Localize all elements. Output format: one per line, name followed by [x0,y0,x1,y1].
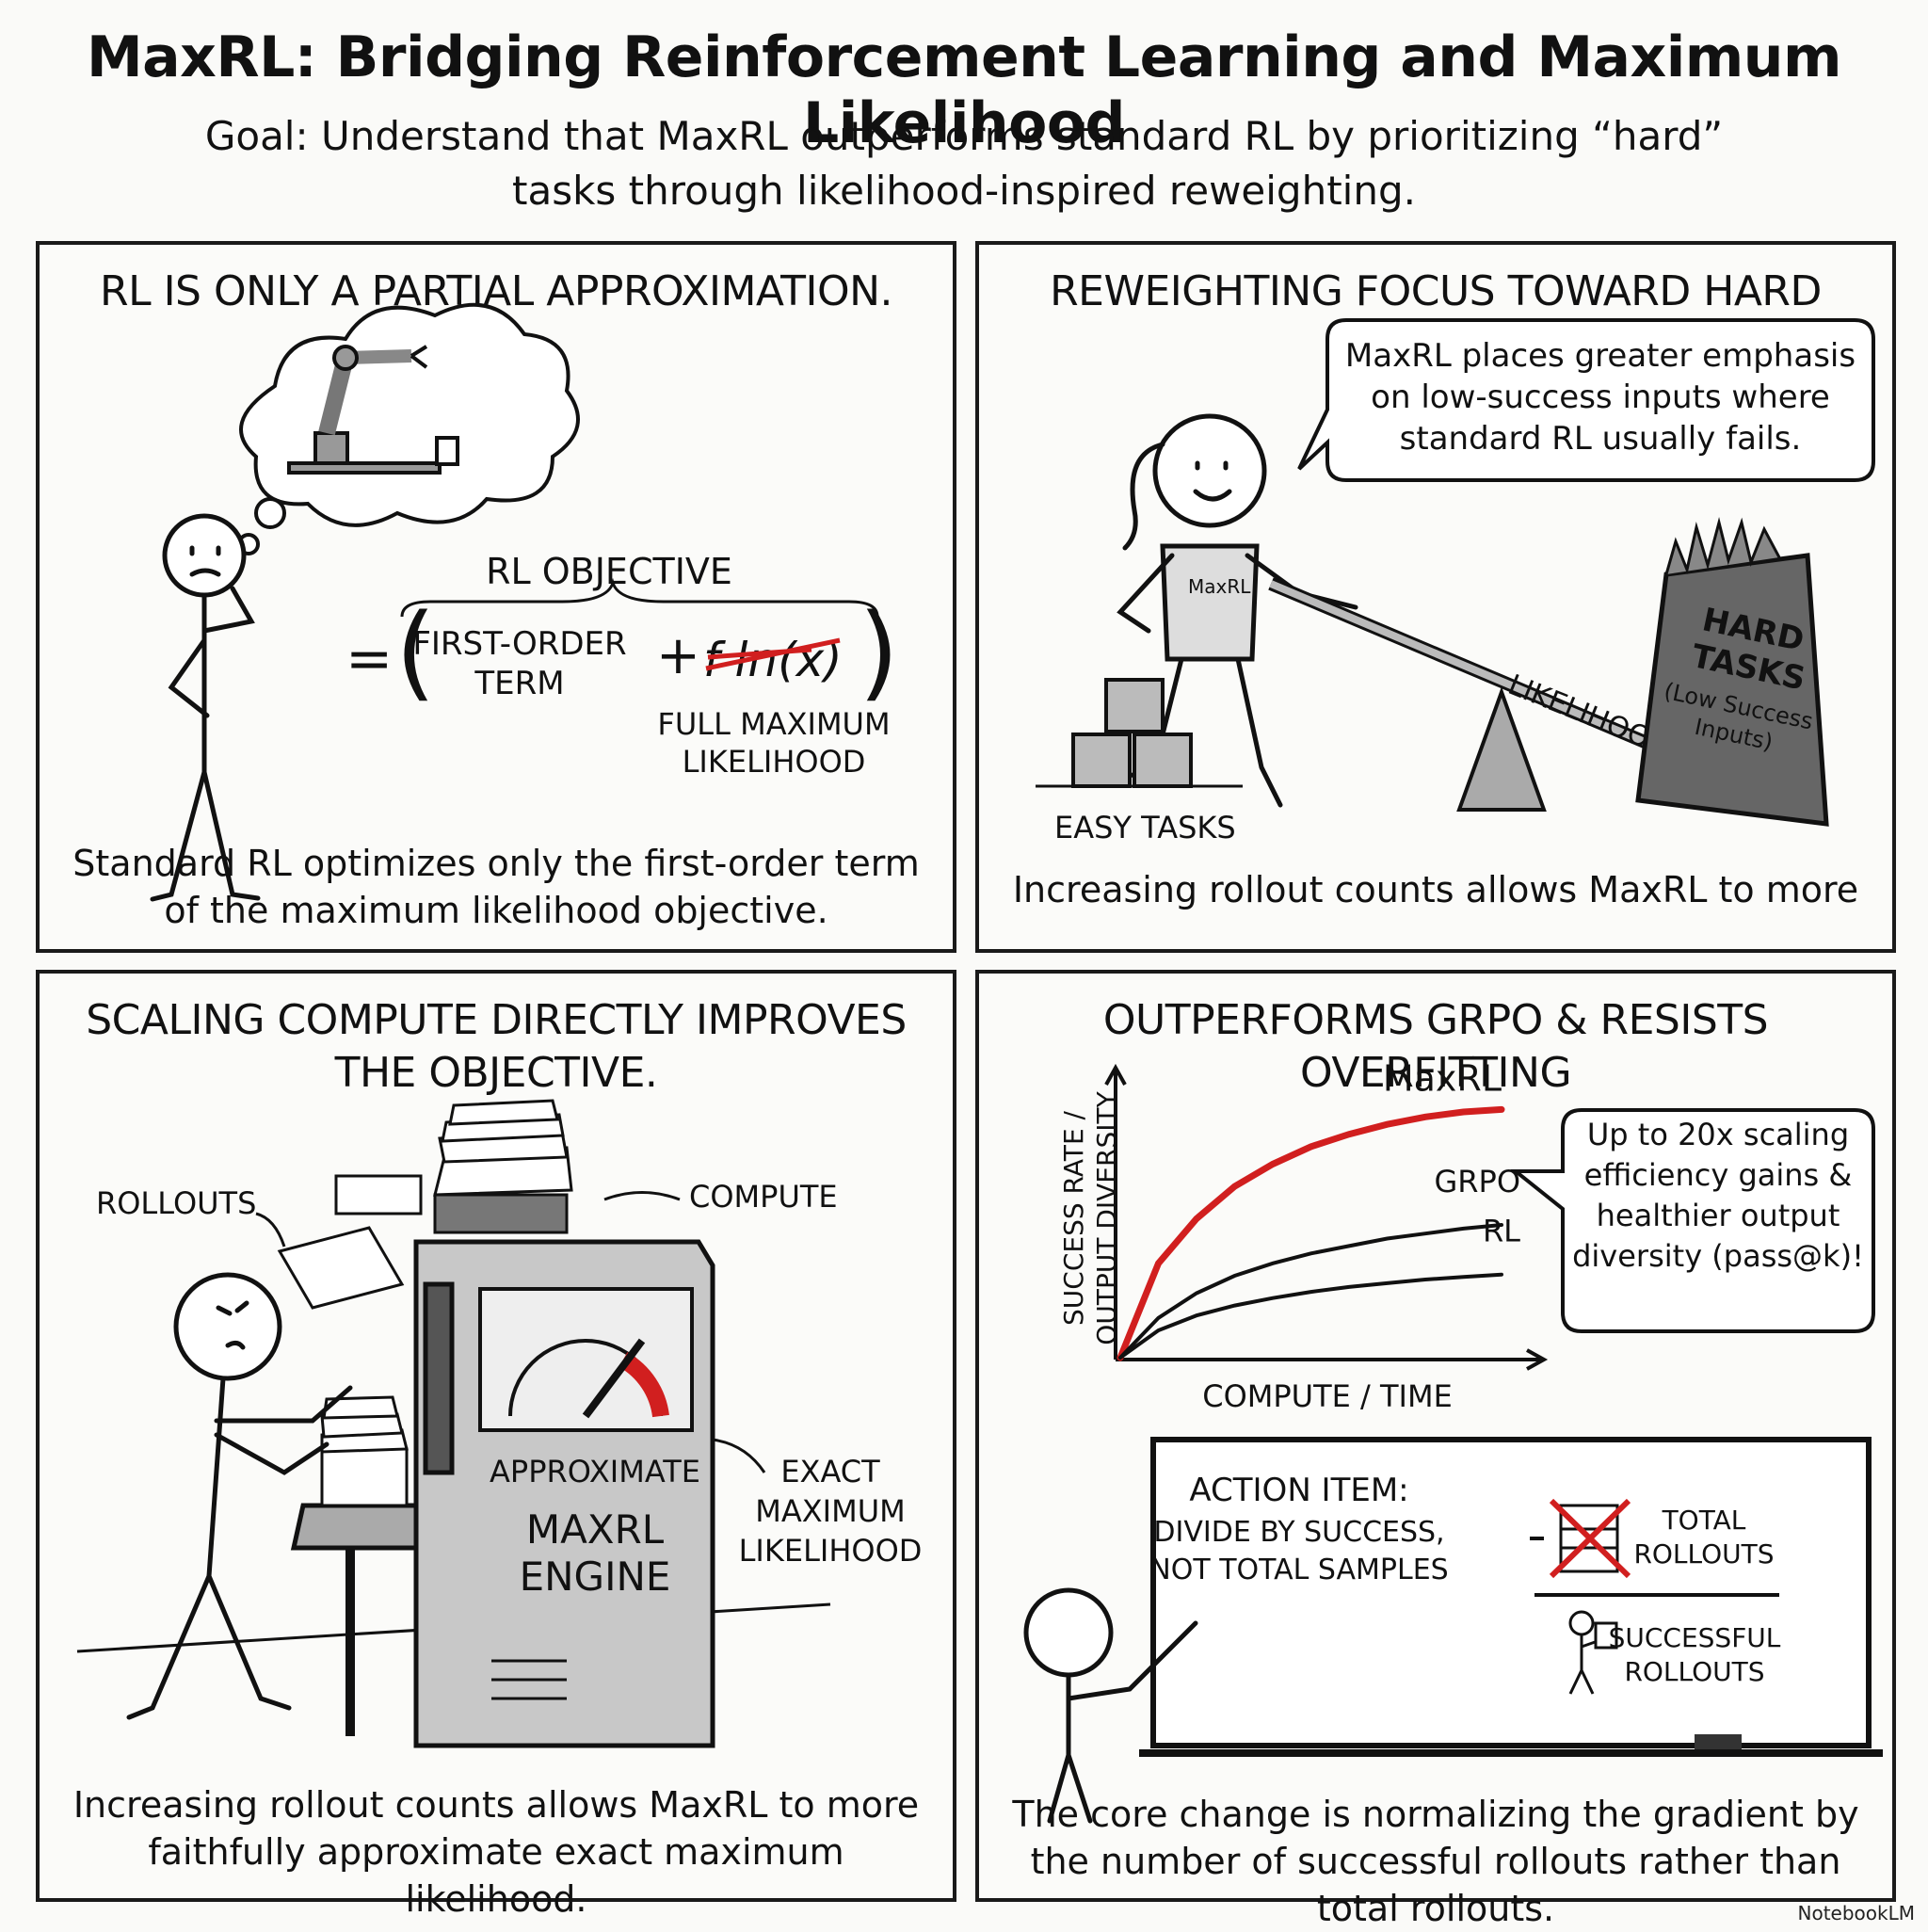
panel1-illustration: RL OBJECTIVE = ( ) FIRST-ORDER TERM + f … [150,302,899,902]
y-axis-label-line2: OUTPUT DIVERSITY [1091,1090,1122,1344]
shirt-label: MaxRL [1188,575,1251,598]
x-axis-arrow [1526,1348,1549,1371]
angry-stick-figure [126,1272,353,1720]
results-chart: SUCCESS RATE / OUTPUT DIVERSITY COMPUTE … [1023,1057,1883,1824]
chart-speech-bubble [1510,1108,1875,1333]
engine-line1: MAXRL [526,1506,665,1553]
notebooklm-brand: NotebookLM [1797,1902,1916,1924]
action-body-line2: NOT TOTAL SAMPLES [1149,1554,1448,1586]
equals-sign: = [345,626,393,692]
paper-stack-table [320,1395,409,1507]
series-line-maxrl [1117,1105,1505,1361]
flying-rollout-paper [277,1226,405,1310]
feeder-table [290,1503,419,1736]
full-ml-line1: FULL MAXIMUM [657,706,890,742]
exact-leader [712,1438,766,1473]
rollouts-label: ROLLOUTS [96,1185,256,1221]
exact-line1: EXACT [780,1454,880,1489]
panel1-caption: Standard RL optimizes only the first-ord… [72,843,920,931]
plus-sign: + [656,625,700,686]
panel3-title: SCALING COMPUTE DIRECTLY IMPROVES THE OB… [86,996,907,1097]
series-label-maxrl: MaxRL [1383,1057,1502,1099]
successful-rollouts-line2: ROLLOUTS [1624,1656,1764,1687]
fulcrum [1456,686,1547,812]
engine-line2: ENGINE [520,1554,671,1600]
paper-stack-top [334,1099,573,1234]
panel2-illustration: MaxRL LIKELIHOOD HARD TASKS (Low Success… [1036,318,1875,845]
y-axis-arrow [1104,1063,1127,1086]
thought-cloud [225,302,580,575]
whiteboard [1150,1437,1872,1748]
page-subtitle: Goal: Understand that MaxRL outperforms … [204,113,1724,214]
series-label-rl: RL [1483,1214,1520,1249]
panel4-caption: The core change is normalizing the gradi… [1012,1794,1859,1929]
series-line-grpo [1118,1223,1503,1360]
crossed-term: f ln(x) [703,633,843,687]
exact-line3: LIKELIHOOD [739,1533,923,1569]
series-label-grpo: GRPO [1434,1164,1520,1199]
approx-label: APPROXIMATE [490,1454,700,1489]
crossed-paper-stack [1549,1498,1631,1579]
teacher-stick-figure [1023,1587,1198,1824]
rollouts-leader [255,1212,286,1248]
x-axis-label: COMPUTE / TIME [1202,1378,1453,1414]
panel4-title: OUTPERFORMS GRPO & RESISTS OVERFITTING [1102,996,1769,1097]
compute-label: COMPUTE [689,1179,838,1215]
maxrl-engine-machine [413,1239,715,1748]
rl-objective-label: RL OBJECTIVE [486,551,732,592]
speech-bubble [1297,318,1875,482]
series-line-rl [1118,1272,1503,1360]
panel2-bubble-text: MaxRL places greater emphasis on low-suc… [1344,337,1856,458]
total-rollouts-line1: TOTAL [1662,1505,1746,1536]
first-order-line1: FIRST-ORDER [412,625,626,663]
robot-arm-icon [287,345,459,475]
thinking-stick-figure [150,513,261,902]
objective-brace [400,577,879,618]
panel-outperforms-grpo: OUTPERFORMS GRPO & RESISTS OVERFITTING S… [975,970,1896,1929]
first-order-line2: TERM [474,665,564,702]
full-ml-line2: LIKELIHOOD [683,744,866,780]
panel-reweighting: REWEIGHTING FOCUS TOWARD HARD TASKS. Max… [975,241,1896,953]
panel-partial-approximation: RL IS ONLY A PARTIAL APPROXIMATION. [36,241,956,953]
panel2-caption: Increasing rollout counts allows MaxRL t… [1012,869,1859,910]
panel3-caption: Increasing rollout counts allows MaxRL t… [72,1784,920,1920]
left-paren: ( [395,591,436,712]
right-paren: ) [859,591,899,712]
hard-tasks-weight [1635,553,1829,827]
compute-leader [603,1191,681,1201]
page-title: MaxRL: Bridging Reinforcement Learning a… [86,24,1842,156]
y-axis-label-line1: SUCCESS RATE / [1058,1110,1089,1326]
red-strike [705,637,841,671]
action-title: ACTION ITEM: [1189,1472,1408,1509]
whiteboard-eraser [1695,1734,1742,1749]
weight-spikes [1664,517,1781,575]
exact-line2: MAXIMUM [755,1493,906,1529]
easy-tasks-label: EASY TASKS [1054,810,1236,845]
easy-tasks-cubes [1036,678,1243,788]
panel4-bubble-text: Up to 20x scaling efficiency gains & hea… [1572,1117,1864,1274]
panel3-illustration: ROLLOUTS COMPUTE APPROXIMATE MAXRL ENGIN… [76,1099,923,1748]
action-body-line1: DIVIDE BY SUCCESS, [1153,1516,1444,1549]
chart-series: MaxRL GRPO RL [1117,1057,1520,1361]
successful-rollouts-line1: SUCCESSFUL [1609,1622,1781,1653]
panel-scaling-compute: SCALING COMPUTE DIRECTLY IMPROVES THE OB… [36,970,956,1920]
success-figure-icon [1568,1610,1618,1695]
total-rollouts-line2: ROLLOUTS [1633,1538,1774,1570]
